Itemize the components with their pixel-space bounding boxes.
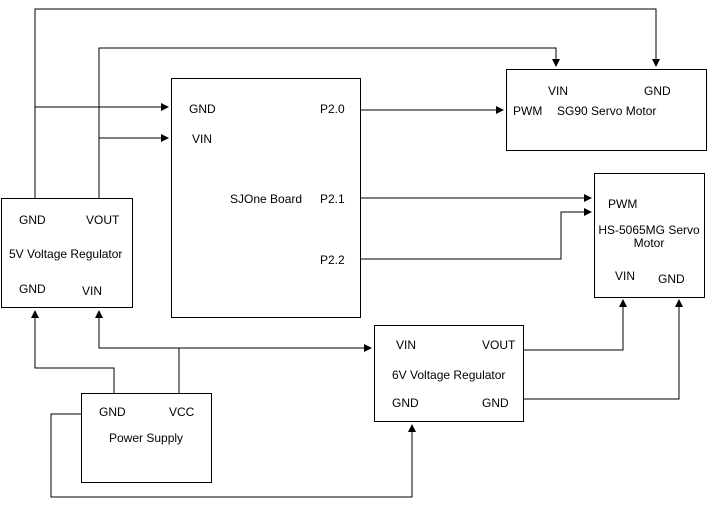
5v-gnd-top-label: GND: [19, 213, 46, 227]
sg90-servo-box: [506, 69, 707, 151]
6v-gnd-right-label: GND: [482, 396, 509, 410]
sjone-board-box: [171, 78, 361, 318]
6v-regulator-box: [374, 325, 524, 422]
sjone-vin-label: VIN: [192, 132, 212, 146]
wires: [31, 8, 683, 498]
sjone-p20-label: P2.0: [320, 102, 345, 116]
sg90-gnd-label: GND: [644, 84, 671, 98]
sg90-servo-title: SG90 Servo Motor: [557, 104, 656, 118]
5v-gnd-bottom-label: GND: [19, 282, 46, 296]
wire-power-gnd-to-6v-gnd: [50, 413, 416, 498]
6v-gnd-left-label: GND: [392, 396, 419, 410]
hs5065-servo-box: [594, 173, 705, 298]
power-vcc-label: VCC: [169, 405, 195, 419]
5v-regulator-title: 5V Voltage Regulator: [9, 247, 122, 261]
block-5v-regulator: GND VOUT 5V Voltage Regulator GND VIN: [1, 198, 133, 308]
power-supply-title: Power Supply: [109, 431, 183, 445]
block-power-supply: GND VCC Power Supply: [81, 393, 212, 483]
5v-vin-label: VIN: [82, 284, 102, 298]
block-sg90-servo: VIN GND PWM SG90 Servo Motor: [506, 69, 707, 151]
wire-p22-to-hs-pwm: [361, 208, 592, 260]
hs5065-pwm-label: PWM: [608, 197, 637, 211]
6v-vout-label: VOUT: [482, 338, 516, 352]
block-6v-regulator: VIN VOUT 6V Voltage Regulator GND GND: [374, 325, 524, 422]
6v-regulator-title: 6V Voltage Regulator: [392, 368, 505, 382]
wire-6v-vout-to-hs-vin: [524, 299, 627, 351]
hs5065-title-line2: Motor: [634, 236, 665, 250]
sjone-gnd-label: GND: [189, 102, 216, 116]
wire-5v-gnd-to-sg90-gnd: [34, 8, 660, 198]
wire-vcc-to-5v-vin: [95, 310, 179, 349]
sg90-vin-label: VIN: [548, 84, 568, 98]
hs5065-vin-label: VIN: [615, 269, 635, 283]
sjone-p21-label: P2.1: [320, 192, 345, 206]
wire-5v-vout-to-sg90-vin: [98, 47, 560, 198]
hs5065-gnd-label: GND: [658, 272, 685, 286]
hs5065-title-line1: HS-5065MG Servo: [598, 223, 700, 237]
6v-vin-label: VIN: [396, 338, 416, 352]
power-supply-box: [81, 393, 212, 483]
sjone-p22-label: P2.2: [320, 253, 345, 267]
sjone-board-title: SJOne Board: [230, 192, 302, 206]
block-hs5065-servo: PWM HS-5065MG Servo Motor VIN GND: [594, 173, 705, 298]
wire-6v-gnd-to-hs-gnd: [524, 299, 683, 400]
power-gnd-label: GND: [99, 405, 126, 419]
block-sjone-board: GND VIN P2.0 SJOne Board P2.1 P2.2: [171, 78, 361, 318]
sg90-pwm-label: PWM: [513, 104, 542, 118]
wire-power-gnd-to-5v-gnd: [31, 310, 115, 393]
5v-regulator-box: [1, 198, 133, 308]
5v-vout-label: VOUT: [86, 213, 120, 227]
